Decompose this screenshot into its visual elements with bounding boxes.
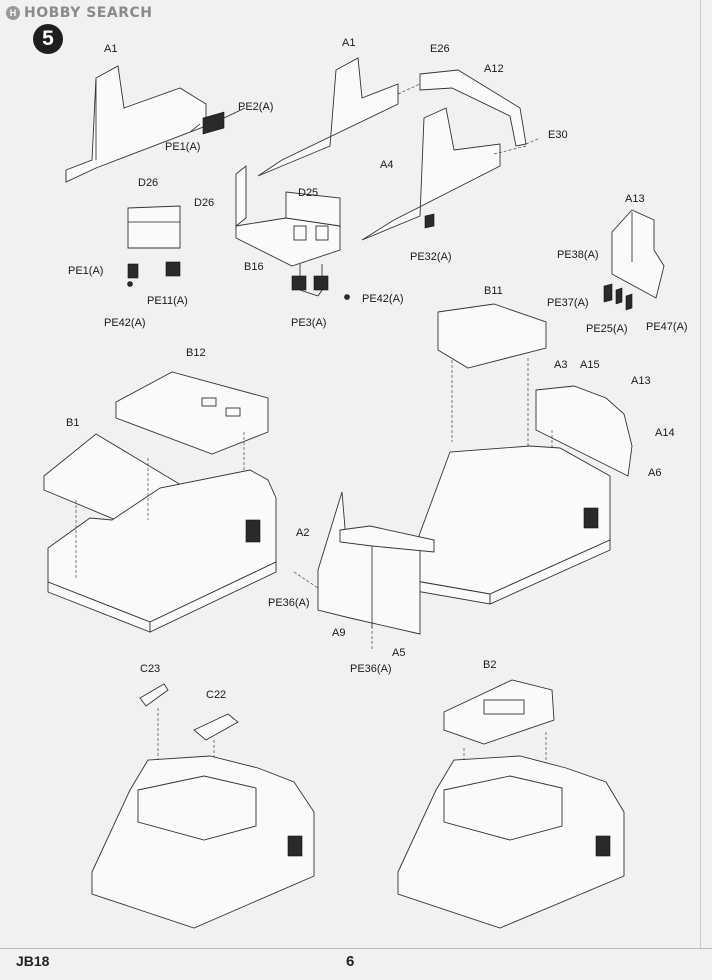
label-e26: E26 (430, 43, 450, 55)
part-pe3a-2 (313, 275, 329, 291)
label-b11: B11 (484, 285, 503, 297)
label-pe1a-left: PE1(A) (68, 265, 103, 277)
label-b12: B12 (186, 347, 206, 359)
label-pe32a: PE32(A) (410, 251, 452, 263)
label-pe47a: PE47(A) (646, 321, 688, 333)
kit-code: JB18 (16, 953, 50, 969)
label-pe37a: PE37(A) (547, 297, 589, 309)
label-d26-mid: D26 (194, 197, 214, 209)
label-a12: A12 (484, 63, 504, 75)
assembly-diagram: A1 PE2(A) PE1(A) A1 E26 A12 E30 A4 D26 D… (43, 37, 688, 929)
label-c23: C23 (140, 663, 160, 675)
label-b16: B16 (244, 261, 264, 273)
label-pe3a: PE3(A) (291, 317, 326, 329)
label-c22: C22 (206, 689, 226, 701)
part-b16 (235, 165, 341, 267)
part-c23 (139, 683, 169, 760)
part-pe3a-1 (291, 275, 307, 291)
label-b2: B2 (483, 659, 496, 671)
part-a13-top (611, 209, 665, 299)
label-a5: A5 (392, 647, 405, 659)
label-a4: A4 (380, 159, 393, 171)
step-number-badge: 5 (33, 24, 63, 54)
label-pe36a-bottom: PE36(A) (350, 663, 392, 675)
label-d26-left: D26 (138, 177, 158, 189)
label-a15: A15 (580, 359, 600, 371)
label-pe2a: PE2(A) (238, 101, 273, 113)
label-a3: A3 (554, 359, 567, 371)
label-pe11a: PE11(A) (147, 295, 188, 307)
label-a1-left: A1 (104, 43, 117, 55)
part-a2-a9-a5 (293, 491, 435, 650)
label-a14: A14 (655, 427, 675, 439)
part-b2 (443, 679, 555, 786)
brand-mark: H (6, 6, 20, 20)
part-pe42a-mid (344, 294, 350, 300)
label-pe42a-mid: PE42(A) (362, 293, 404, 305)
hull-bottom-right (397, 755, 625, 929)
part-pe1a-left (127, 263, 139, 279)
label-pe42a-left: PE42(A) (104, 317, 146, 329)
part-a1-mid (257, 57, 421, 177)
part-b11 (437, 303, 547, 496)
part-pe11a (165, 261, 181, 277)
label-pe38a: PE38(A) (557, 249, 599, 261)
hull-right (409, 445, 611, 605)
part-a12 (419, 69, 541, 147)
label-a13-top: A13 (625, 193, 645, 205)
page-edge-line (700, 0, 701, 948)
label-pe1a-top: PE1(A) (165, 141, 200, 153)
label-a1-mid: A1 (342, 37, 355, 49)
part-pe32a (424, 213, 435, 229)
label-a9: A9 (332, 627, 345, 639)
part-b12 (115, 371, 269, 455)
hull-left (47, 432, 277, 633)
part-c22 (193, 713, 239, 760)
part-pe37a (603, 283, 613, 303)
part-pe42a-left (127, 281, 133, 287)
hull-bottom-left (91, 755, 315, 929)
label-e30: E30 (548, 129, 568, 141)
label-a6: A6 (648, 467, 661, 479)
part-pe25a (615, 287, 623, 305)
brand-text: HOBBY SEARCH (24, 5, 153, 21)
label-pe36a-left: PE36(A) (268, 597, 310, 609)
part-a4 (361, 107, 527, 241)
label-d25: D25 (298, 187, 318, 199)
label-a2: A2 (296, 527, 309, 539)
part-a1-left (65, 65, 246, 183)
watermark-logo: H HOBBY SEARCH (6, 5, 152, 21)
label-pe25a: PE25(A) (586, 323, 628, 335)
part-pe47a (625, 293, 633, 311)
label-b1: B1 (66, 417, 79, 429)
part-d26-left (127, 205, 181, 249)
footer-rule (0, 948, 712, 949)
page-number: 6 (346, 953, 355, 970)
part-pe2a (202, 111, 225, 135)
label-a13-mid: A13 (631, 375, 651, 387)
